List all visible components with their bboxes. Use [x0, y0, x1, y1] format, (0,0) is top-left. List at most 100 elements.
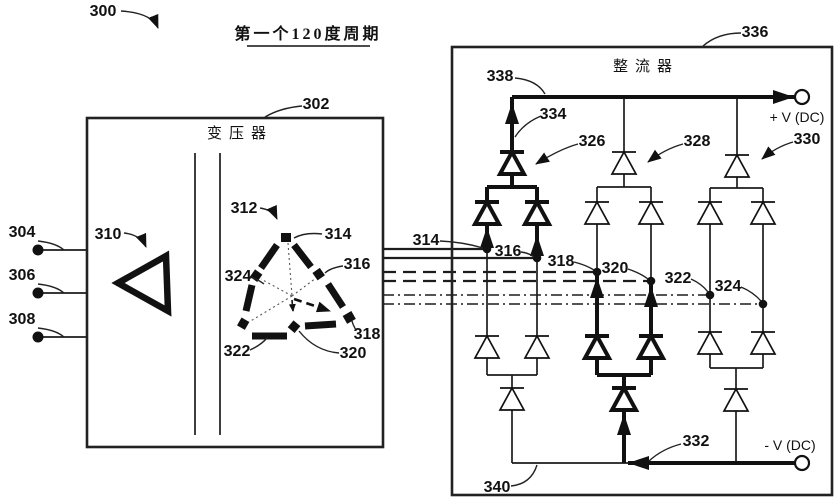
diode-328-top — [611, 151, 637, 175]
winding-leader-320 — [298, 330, 340, 354]
input-ref-leader-306 — [37, 283, 65, 294]
neg-bus-ref-leader — [510, 464, 538, 487]
node-dot-314 — [482, 244, 492, 254]
leg-ref-arrow-326 — [535, 143, 579, 165]
pos-feed-ref-label: 334 — [540, 106, 567, 123]
diode-branch-322-upper — [697, 201, 723, 225]
arrow-up-branch-314 — [480, 227, 494, 248]
input-terminal-dot-304 — [32, 244, 44, 256]
diode-330-bottom — [723, 388, 749, 412]
rectifier-wiring-thin — [486, 97, 764, 464]
cycle-title: 第一个120度周期 — [234, 24, 381, 43]
diode-330-top — [724, 154, 750, 178]
node-dot-316 — [532, 253, 542, 263]
input-ref-306: 306 — [9, 267, 36, 284]
diode-326-top — [498, 150, 526, 176]
arrow-up-branch-318 — [590, 277, 604, 298]
diode-branch-318-upper — [584, 201, 610, 225]
arrow-up-bottom-diode — [617, 414, 631, 435]
node-dot-324 — [758, 299, 768, 309]
transformer-box — [85, 116, 385, 449]
neg-feed-ref-leader — [648, 443, 682, 462]
primary-ref-arrow — [123, 232, 147, 248]
rectifier-box — [450, 45, 834, 497]
node-label-316: 316 — [495, 243, 522, 260]
node-leader-316 — [520, 251, 535, 258]
diode-branch-324-lower — [750, 331, 776, 355]
rectifier-ref-leader — [702, 32, 742, 47]
diode-326-bottom — [499, 387, 525, 411]
diode-branch-322-lower — [697, 331, 723, 355]
diode-branch-318-lower — [583, 334, 611, 360]
arrow-left-neg-bus — [628, 456, 649, 470]
winding-leader-316 — [324, 265, 344, 274]
winding-spoke-lower-left — [248, 295, 293, 323]
winding-label-324: 324 — [225, 268, 252, 285]
node-dot-318 — [592, 267, 602, 277]
winding-label-320: 320 — [340, 345, 367, 362]
diode-328-bottom — [610, 386, 638, 412]
input-ref-leader-304 — [37, 240, 65, 251]
transformer-ref-leader — [264, 105, 303, 118]
flow-arrows — [480, 90, 794, 470]
arrow-up-branch-316 — [530, 235, 544, 256]
diode-branch-316 — [523, 200, 551, 226]
neg-feed-ref-label: 332 — [683, 433, 710, 450]
winding-leader-314 — [293, 232, 323, 239]
pos-terminal-circle — [793, 88, 811, 106]
winding-spoke-upper-left — [260, 278, 293, 297]
winding-leader-324 — [250, 276, 265, 285]
winding-segment-top-right — [291, 242, 314, 270]
rectifier-section: 整流器 336 — [413, 24, 834, 497]
rectifier-ref-label: 336 — [742, 24, 769, 41]
transformer-title: 变压器 — [207, 125, 273, 142]
rectifier-title: 整流器 — [613, 58, 679, 75]
pos-bus-ref-leader — [514, 77, 546, 95]
winding-leader-318 — [351, 320, 357, 331]
winding-label-314: 314 — [325, 226, 352, 243]
diode-branch-314-lower — [474, 335, 500, 359]
winding-leader-322 — [249, 337, 268, 351]
secondary-winding: 312 314 316 318 320 322 324 — [224, 200, 381, 362]
leg-ref-326: 326 — [579, 133, 606, 150]
diode-branch-324-upper — [750, 201, 776, 225]
pos-terminal-label: + V (DC) — [770, 109, 825, 125]
diode-branch-320-lower — [637, 334, 665, 360]
winding-spoke-upper-right — [291, 277, 317, 297]
node-dot-322 — [705, 290, 715, 300]
winding-vector-arrow-320 — [288, 299, 296, 312]
input-ref-304: 304 — [9, 224, 36, 241]
winding-label-316: 316 — [344, 256, 371, 273]
winding-node-square-314 — [281, 233, 291, 242]
ac-inputs: 304 306 308 — [9, 224, 87, 343]
winding-spoke-top — [287, 242, 293, 297]
node-label-322: 322 — [665, 270, 692, 287]
neg-terminal-label: - V (DC) — [764, 437, 815, 453]
node-label-314: 314 — [413, 232, 440, 249]
winding-segment-bottom-right — [304, 320, 337, 330]
primary-winding: 310 — [95, 226, 172, 317]
diode-branch-314 — [473, 200, 501, 226]
phase-lines — [383, 247, 763, 305]
transformer-ref-label: 302 — [303, 96, 330, 113]
leg-ref-328: 328 — [684, 133, 711, 150]
diode-branch-316-lower — [524, 335, 550, 359]
winding-node-square-322 — [237, 317, 250, 330]
node-leader-318 — [573, 261, 595, 271]
arrow-right-pos-bus — [773, 90, 794, 104]
node-label-320: 320 — [602, 260, 629, 277]
winding-node-square-316 — [312, 267, 325, 281]
leg-ref-arrow-328 — [647, 143, 684, 163]
pos-feed-ref-leader — [514, 115, 542, 138]
winding-node-square-324 — [249, 269, 263, 282]
node-dot-320 — [646, 276, 656, 286]
pos-bus-ref-label: 338 — [487, 68, 514, 85]
node-label-318: 318 — [548, 253, 575, 270]
leg-ref-arrow-330 — [761, 141, 794, 160]
arrow-up-334 — [505, 103, 519, 124]
primary-winding-triangle — [111, 250, 172, 317]
diode-branch-320-upper — [638, 201, 664, 225]
node-leader-324 — [740, 286, 762, 302]
winding-segment-right — [325, 282, 346, 309]
